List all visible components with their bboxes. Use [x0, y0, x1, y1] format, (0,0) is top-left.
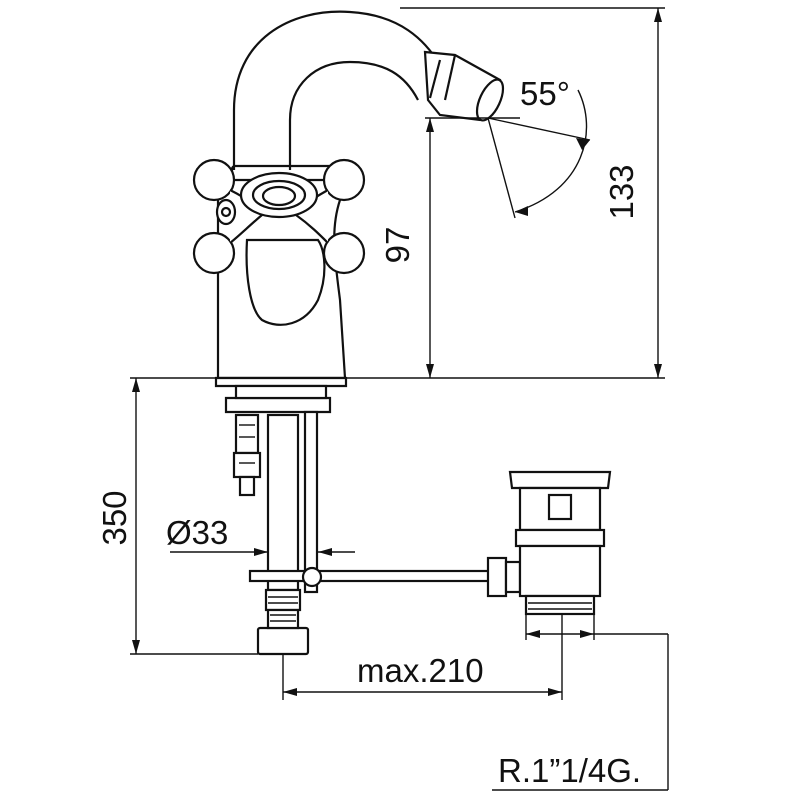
- spout-angle-label: 55°: [520, 75, 570, 112]
- spout-height-label: 97: [379, 227, 416, 264]
- pop-up-waste: [248, 470, 612, 616]
- max-reach-label: max.210: [357, 652, 484, 689]
- flexible-hose: [256, 413, 310, 656]
- total-height-label: 133: [603, 164, 640, 219]
- below-deck-length-label: 350: [96, 490, 133, 545]
- mounting-assembly: [224, 384, 332, 594]
- waste-thread-label: R.1”1/4G.: [498, 752, 641, 789]
- cross-handle[interactable]: [192, 158, 366, 275]
- mounting-hole-label: Ø33: [166, 514, 228, 551]
- spout: [232, 10, 505, 170]
- dimension-lines: [130, 7, 669, 791]
